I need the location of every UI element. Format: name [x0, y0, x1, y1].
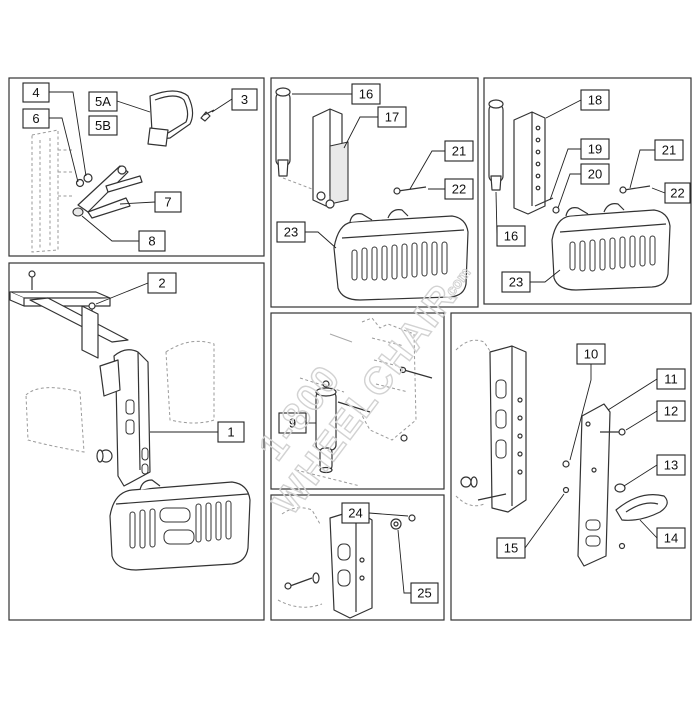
callout-16a-label: 16 [359, 87, 373, 102]
callout-12: 12 [656, 400, 686, 422]
callout-15: 15 [496, 537, 526, 559]
callout-8: 8 [138, 230, 166, 252]
callout-22a: 22 [444, 178, 474, 200]
callout-13-label: 13 [664, 458, 678, 473]
callout-14: 14 [656, 527, 686, 549]
callout-18: 18 [580, 89, 610, 111]
callout-21a: 21 [444, 140, 474, 162]
callout-5a-label: 5A [95, 94, 111, 109]
callout-12-label: 12 [664, 404, 678, 419]
callout-22b-label: 22 [670, 186, 684, 201]
callout-20: 20 [580, 163, 610, 185]
callout-2: 2 [147, 272, 177, 294]
actuator-9 [315, 380, 337, 474]
callout-7-label: 7 [164, 195, 171, 210]
callout-5b-label: 5B [95, 118, 111, 133]
callout-21b: 21 [654, 139, 684, 161]
callout-4: 4 [22, 82, 50, 103]
callout-5a: 5A [88, 91, 118, 112]
footplate-23a [333, 209, 469, 301]
callout-5b: 5B [88, 115, 118, 136]
callout-22a-label: 22 [452, 182, 466, 197]
callout-3: 3 [231, 88, 258, 111]
footplate-23b [551, 203, 671, 291]
callout-19-label: 19 [588, 142, 602, 157]
callout-9-label: 9 [289, 416, 296, 431]
callout-24: 24 [341, 502, 370, 524]
callout-18-label: 18 [588, 93, 602, 108]
callout-16b: 16 [496, 225, 526, 247]
callout-20-label: 20 [588, 167, 602, 182]
actuator-drawing [295, 317, 433, 487]
callout-8-label: 8 [148, 234, 155, 249]
callout-16b-label: 16 [504, 229, 518, 244]
callout-13: 13 [656, 454, 686, 476]
side-plate-drawing [455, 339, 668, 567]
callout-23b: 23 [501, 271, 531, 293]
callout-23a: 23 [276, 221, 306, 243]
callout-15-label: 15 [504, 541, 518, 556]
callout-11-label: 11 [664, 372, 678, 387]
calf-pad-drawing [31, 90, 215, 253]
panel-calf-pad [8, 77, 265, 257]
callout-10: 10 [576, 343, 606, 365]
callout-19: 19 [580, 138, 610, 160]
callout-1-label: 1 [227, 425, 234, 440]
callout-22b: 22 [664, 182, 691, 204]
callout-23a-label: 23 [284, 225, 298, 240]
callout-21b-label: 21 [662, 143, 676, 158]
callout-6-label: 6 [32, 111, 39, 126]
footplate-a-drawing [275, 87, 469, 301]
callout-11: 11 [656, 368, 686, 390]
footplate-b-drawing [488, 99, 671, 291]
callout-7: 7 [154, 191, 182, 213]
callout-25: 25 [410, 582, 439, 604]
footrest-assembly-drawing [9, 270, 251, 571]
callout-23b-label: 23 [509, 275, 523, 290]
callout-24-label: 24 [348, 506, 362, 521]
callout-4-label: 4 [32, 85, 39, 100]
callout-10-label: 10 [584, 347, 598, 362]
callout-3-label: 3 [241, 92, 248, 107]
callout-21a-label: 21 [452, 144, 466, 159]
callout-16a: 16 [351, 83, 381, 105]
callout-6: 6 [22, 108, 50, 129]
footplate-main [109, 479, 251, 571]
callout-14-label: 14 [664, 531, 678, 546]
callout-17: 17 [377, 106, 407, 128]
callout-1: 1 [217, 421, 245, 443]
callout-25-label: 25 [417, 586, 431, 601]
callout-2-label: 2 [158, 276, 165, 291]
callout-17-label: 17 [385, 110, 399, 125]
